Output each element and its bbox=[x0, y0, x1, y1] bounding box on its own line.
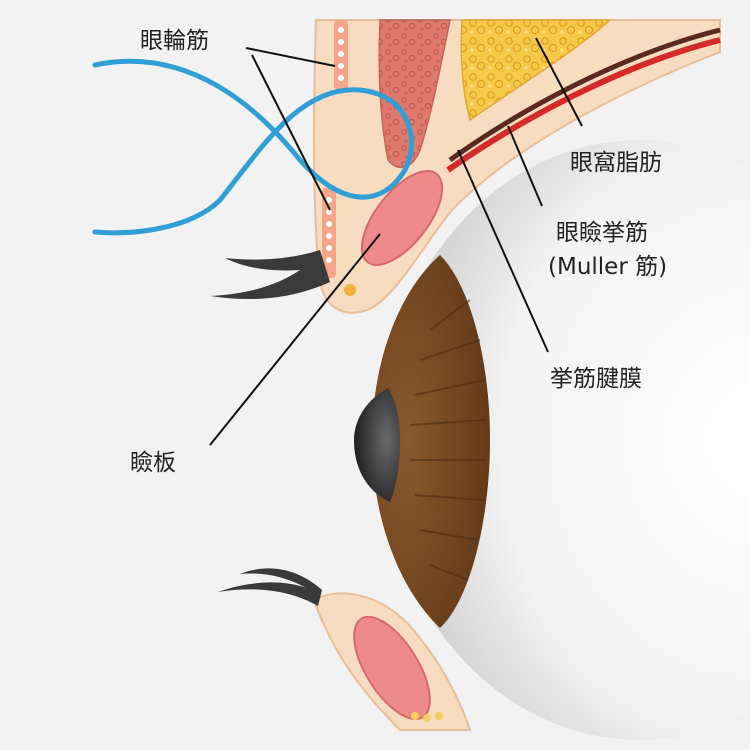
label-muller: (Muller 筋) bbox=[548, 254, 667, 280]
label-orbicularis: 眼輪筋 bbox=[140, 28, 209, 54]
upper-eyelashes bbox=[210, 250, 330, 300]
lid-gland-dot bbox=[344, 284, 356, 296]
leader-aponeurosis bbox=[457, 149, 549, 353]
leader-tarsus bbox=[209, 233, 381, 446]
tarsus-upper bbox=[360, 170, 444, 266]
lower-lid-glands bbox=[411, 712, 443, 722]
label-tarsus: 瞼板 bbox=[130, 450, 176, 476]
label-levator: 眼瞼挙筋 bbox=[556, 220, 648, 246]
levator-red-band bbox=[446, 37, 721, 173]
leader-orbicularis-2 bbox=[251, 54, 331, 211]
label-orbital-fat: 眼窩脂肪 bbox=[570, 150, 662, 176]
levator-dark-band bbox=[448, 27, 721, 163]
tarsus-lower bbox=[353, 615, 431, 721]
pupil bbox=[354, 388, 400, 502]
orbicularis-dots-lower bbox=[326, 197, 332, 263]
leader-levator bbox=[507, 125, 543, 207]
orbital-fat bbox=[460, 19, 612, 122]
lower-eyelashes bbox=[218, 568, 322, 606]
label-aponeurosis: 挙筋腱膜 bbox=[550, 366, 642, 392]
leader-lines bbox=[209, 37, 583, 446]
orbicularis-dots-upper bbox=[338, 27, 344, 81]
leader-orbicularis-1 bbox=[245, 47, 336, 67]
suture-thread bbox=[92, 58, 414, 236]
leader-orbital-fat bbox=[535, 37, 583, 127]
iris-striations bbox=[409, 299, 487, 581]
eyeball-sclera bbox=[380, 140, 750, 740]
iris bbox=[372, 255, 490, 628]
